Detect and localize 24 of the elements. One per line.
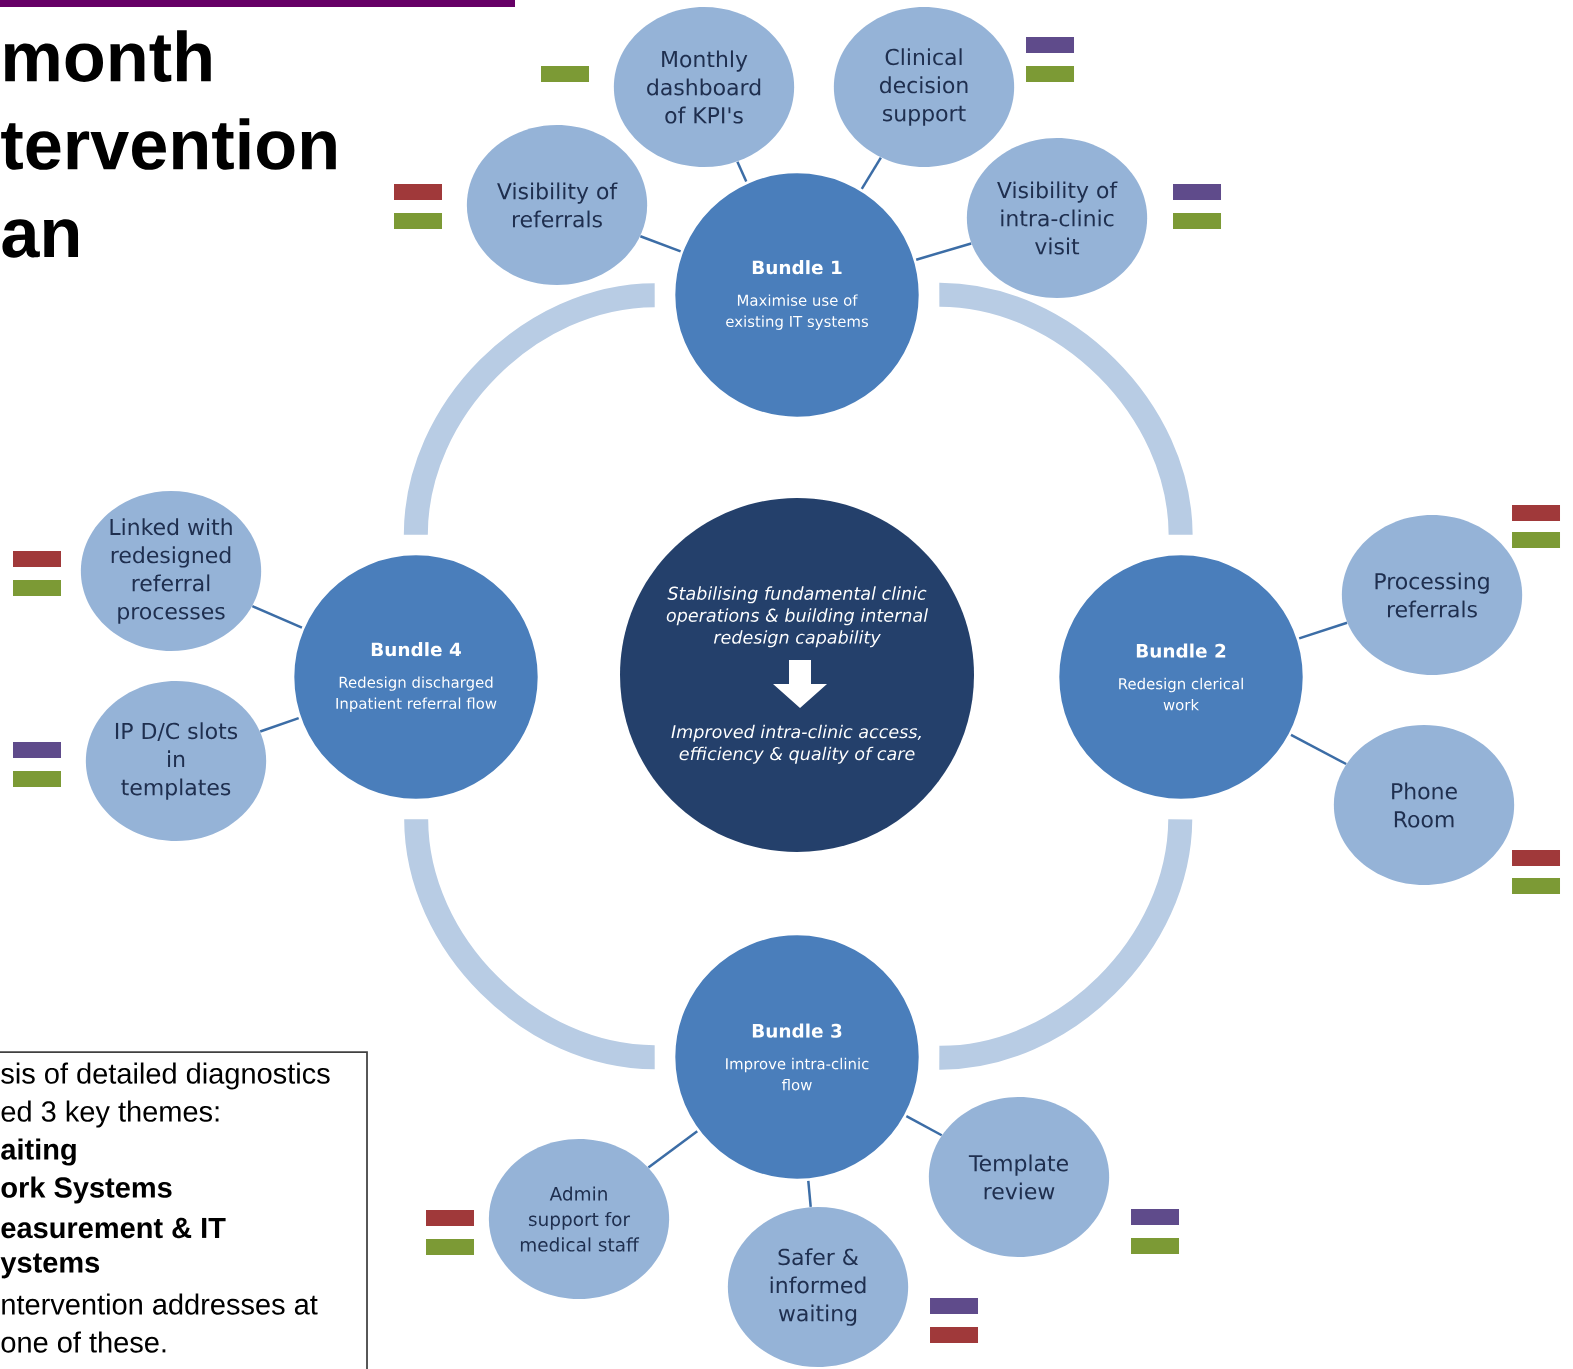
ring-arc [938, 818, 1193, 1070]
connector-line [736, 161, 748, 183]
connector-line [1298, 621, 1348, 640]
note-text: easurement & IT [1, 1217, 226, 1239]
connector-line [905, 1115, 943, 1137]
connector-line [915, 242, 972, 261]
note-text: sis of detailed diagnostics [1, 1062, 330, 1090]
note-text: one of these. [1, 1331, 166, 1353]
connector-line [860, 157, 882, 190]
note-text: ntervention addresses at [2, 1293, 318, 1315]
ring-arc [938, 282, 1193, 536]
note-text: aiting [1, 1138, 76, 1166]
connector-line [647, 1130, 698, 1169]
connector-line [639, 235, 682, 253]
note-text: ystems [0, 1253, 100, 1279]
connector-line [807, 1180, 812, 1208]
ring-arc [403, 283, 656, 536]
connector-line [259, 716, 300, 733]
note-text: ork Systems [1, 1176, 172, 1204]
title: month tervention an [1, 30, 336, 258]
note-text: ed 3 key themes: [1, 1100, 219, 1128]
connector-line [1290, 733, 1347, 766]
ring-arc [404, 818, 656, 1070]
connector-line [251, 605, 303, 629]
